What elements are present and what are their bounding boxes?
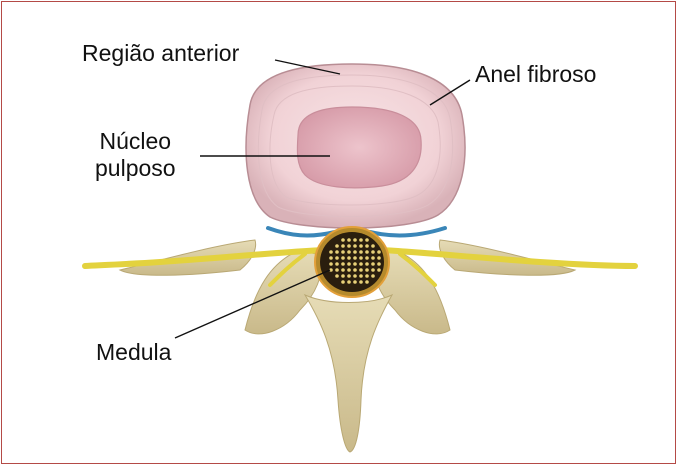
cord-fiber-dot bbox=[359, 274, 363, 278]
cord-fiber-dot bbox=[341, 256, 345, 260]
vessel-right bbox=[370, 228, 445, 235]
cord-fiber-dot bbox=[353, 250, 357, 254]
label-anel-fibroso: Anel fibroso bbox=[475, 61, 596, 88]
cord-fiber-dot bbox=[371, 256, 375, 260]
cord-fiber-dot bbox=[365, 274, 369, 278]
cord-fiber-dot bbox=[365, 262, 369, 266]
cord-fiber-dot bbox=[347, 274, 351, 278]
cord-fiber-dot bbox=[359, 244, 363, 248]
cord-fiber-dot bbox=[353, 274, 357, 278]
cord-fiber-dot bbox=[329, 250, 333, 254]
cord-fiber-dot bbox=[365, 268, 369, 272]
cord-fiber-dot bbox=[347, 268, 351, 272]
cord-fiber-dot bbox=[341, 238, 345, 242]
cord-fiber-dot bbox=[347, 244, 351, 248]
cord-fiber-dot bbox=[365, 280, 369, 284]
cord-fiber-dot bbox=[335, 274, 339, 278]
cord-fiber-dot bbox=[359, 262, 363, 266]
cord-fiber-dot bbox=[341, 250, 345, 254]
vessel-left bbox=[268, 228, 335, 235]
cord-fiber-dot bbox=[359, 268, 363, 272]
cord-fiber-dot bbox=[377, 262, 381, 266]
cord-fiber-dot bbox=[347, 256, 351, 260]
cord-fiber-dot bbox=[377, 268, 381, 272]
nucleus-pulposus bbox=[297, 107, 421, 188]
cord-fiber-dot bbox=[329, 262, 333, 266]
cord-fiber-dot bbox=[377, 250, 381, 254]
lamina-left bbox=[245, 250, 321, 334]
cord-fiber-dot bbox=[371, 244, 375, 248]
cord-fiber-dot bbox=[353, 244, 357, 248]
cord-fiber-dot bbox=[365, 256, 369, 260]
cord-fiber-dot bbox=[347, 262, 351, 266]
cord-fiber-dot bbox=[365, 244, 369, 248]
cord-fiber-dot bbox=[353, 238, 357, 242]
cord-fiber-dot bbox=[347, 250, 351, 254]
cord-fiber-dot bbox=[371, 250, 375, 254]
cord-fiber-dot bbox=[371, 268, 375, 272]
cord-fiber-dot bbox=[365, 250, 369, 254]
cord-fiber-dot bbox=[347, 238, 351, 242]
label-nucleo-line1: Núcleo bbox=[95, 128, 176, 155]
cord-fiber-dot bbox=[341, 280, 345, 284]
cord-fiber-dot bbox=[353, 268, 357, 272]
label-nucleo-pulposo: Núcleo pulposo bbox=[95, 128, 176, 182]
cord-fiber-dot bbox=[341, 274, 345, 278]
cord-fiber-dot bbox=[359, 280, 363, 284]
cord-fiber-dot bbox=[335, 268, 339, 272]
label-nucleo-line2: pulposo bbox=[95, 155, 176, 182]
label-regiao-anterior: Região anterior bbox=[82, 40, 239, 67]
label-medula: Medula bbox=[96, 339, 171, 366]
cord-fiber-dot bbox=[341, 244, 345, 248]
cord-fiber-dot bbox=[359, 238, 363, 242]
cord-fiber-dot bbox=[335, 262, 339, 266]
cord-fiber-dot bbox=[365, 238, 369, 242]
cord-fiber-dot bbox=[371, 262, 375, 266]
cord-fiber-dot bbox=[341, 262, 345, 266]
cord-fiber-dot bbox=[353, 262, 357, 266]
cord-fiber-dot bbox=[371, 274, 375, 278]
cord-fiber-dot bbox=[359, 256, 363, 260]
cord-fiber-dot bbox=[347, 280, 351, 284]
spinal-cord bbox=[320, 232, 384, 292]
cord-fiber-dot bbox=[353, 280, 357, 284]
cord-fiber-dot bbox=[341, 268, 345, 272]
spinous-process bbox=[305, 295, 392, 452]
cord-fiber-dot bbox=[377, 256, 381, 260]
cord-fiber-dot bbox=[335, 244, 339, 248]
cord-fiber-dot bbox=[359, 250, 363, 254]
cord-fiber-dot bbox=[353, 256, 357, 260]
cord-fiber-dot bbox=[329, 256, 333, 260]
cord-fiber-dot bbox=[335, 256, 339, 260]
cord-fiber-dot bbox=[335, 250, 339, 254]
